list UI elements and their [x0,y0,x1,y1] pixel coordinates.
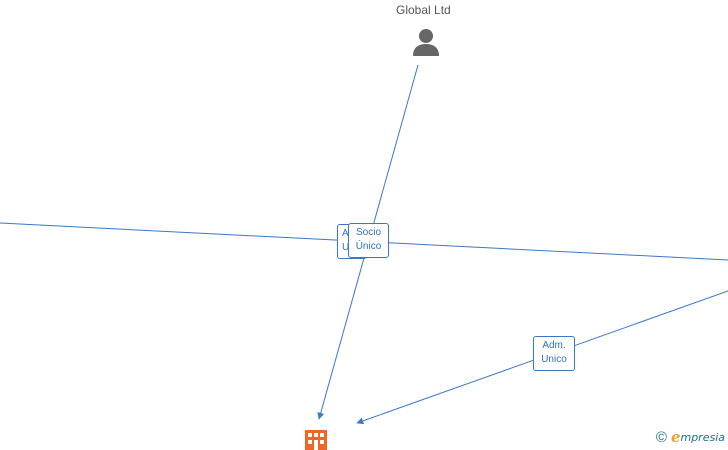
edge-label-line: U [342,242,350,253]
edge-label-adm-unico[interactable]: Adm. Unico [533,336,575,371]
copyright-symbol: © [655,428,667,446]
building-icon[interactable] [305,430,327,450]
edge-label-line: Socio [355,227,381,238]
edge-label-line: A [342,228,349,239]
edge-label-socio-unico[interactable]: Socio Único [348,223,389,258]
edge-label-line: Adm. [542,340,566,351]
edge-label-line: Unico [541,354,567,365]
logo-initial: e [670,428,681,446]
person-icon[interactable] [411,27,441,57]
person-node-label[interactable]: Global Ltd [396,3,451,17]
edge-label-line: Único [355,241,382,252]
logo-text: mpresia [680,430,725,444]
empresia-logo: © e mpresia [656,428,725,446]
